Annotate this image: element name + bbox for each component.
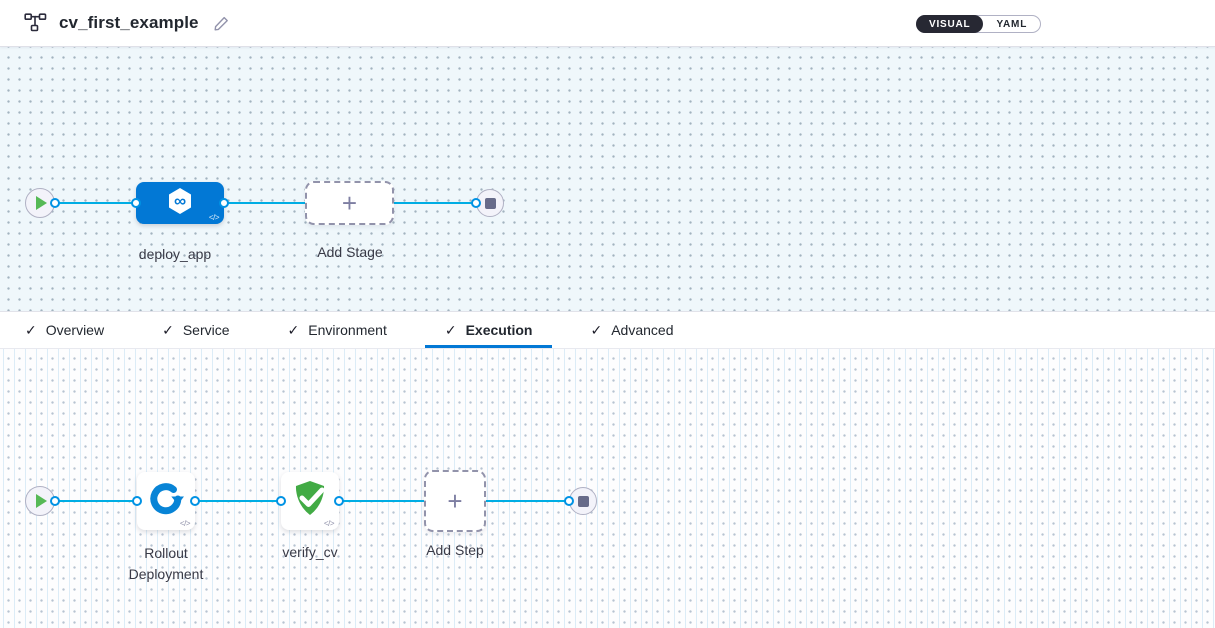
execution-canvas[interactable]: </> </> + Rollout Deployment verify_cv A…	[0, 349, 1215, 628]
tab-environment[interactable]: ✓ Environment	[268, 312, 407, 348]
add-step-label: Add Step	[426, 542, 484, 558]
stop-icon	[484, 197, 496, 209]
step-node-rollout-deployment[interactable]: </>	[137, 472, 195, 530]
connector-dot[interactable]	[564, 496, 574, 506]
connector-dot[interactable]	[131, 198, 141, 208]
cd-hexagon-infinity-icon: ∞	[163, 184, 197, 223]
tab-service[interactable]: ✓ Service	[142, 312, 249, 348]
connector-dot[interactable]	[471, 198, 481, 208]
connector-dot[interactable]	[219, 198, 229, 208]
header: cv_first_example VISUAL YAML	[0, 0, 1215, 47]
add-step-button[interactable]: +	[424, 470, 486, 532]
add-stage-label: Add Stage	[317, 244, 383, 260]
add-stage-button[interactable]: +	[305, 181, 394, 225]
code-badge-icon: </>	[323, 519, 335, 528]
tab-label: Service	[182, 322, 230, 338]
pipeline-flowchart-icon	[24, 13, 47, 33]
rollout-arrow-icon	[146, 479, 186, 524]
stage-config-tabbar: ✓ Overview ✓ Service ✓ Environment ✓ Exe…	[0, 311, 1215, 349]
tab-label: Overview	[45, 322, 105, 338]
shield-check-icon	[288, 477, 332, 526]
check-icon: ✓	[444, 321, 457, 338]
play-icon	[36, 494, 47, 508]
page-title: cv_first_example	[59, 13, 199, 32]
tab-label: Advanced	[611, 322, 674, 338]
toggle-visual-button[interactable]: VISUAL	[916, 15, 984, 33]
step-label-verify-cv: verify_cv	[282, 544, 338, 560]
check-icon: ✓	[162, 321, 174, 338]
connector-dot[interactable]	[334, 496, 344, 506]
tab-advanced[interactable]: ✓ Advanced	[570, 312, 693, 348]
stop-icon	[577, 495, 589, 507]
connector-dot[interactable]	[190, 496, 200, 506]
tab-overview[interactable]: ✓ Overview	[5, 312, 124, 348]
check-icon: ✓	[287, 321, 300, 338]
plus-icon: +	[341, 187, 358, 218]
visual-yaml-toggle: VISUAL YAML	[916, 15, 1042, 33]
pencil-icon[interactable]	[213, 15, 230, 32]
plus-icon: +	[447, 485, 463, 516]
check-icon: ✓	[590, 321, 603, 338]
stage-label: deploy_app	[138, 246, 212, 262]
tab-label: Environment	[308, 322, 387, 338]
play-icon	[36, 196, 47, 210]
stage-node-deploy-app[interactable]: ∞ </>	[136, 182, 224, 224]
stage-canvas[interactable]: ∞ </> + deploy_app Add Stage	[0, 47, 1215, 311]
code-badge-icon: </>	[208, 213, 220, 222]
toggle-yaml-button[interactable]: YAML	[996, 18, 1028, 30]
connector-dot[interactable]	[50, 198, 60, 208]
code-badge-icon: </>	[179, 519, 191, 528]
tab-execution[interactable]: ✓ Execution	[424, 312, 553, 348]
connector-dot[interactable]	[276, 496, 286, 506]
connector-dot[interactable]	[132, 496, 142, 506]
check-icon: ✓	[25, 321, 37, 338]
step-node-verify-cv[interactable]: </>	[281, 472, 339, 530]
connector-dot[interactable]	[50, 496, 60, 506]
step-label-rollout-deployment: Rollout Deployment	[128, 545, 204, 582]
stage-edge	[55, 202, 476, 204]
svg-text:∞: ∞	[174, 191, 186, 210]
tab-label: Execution	[465, 322, 533, 338]
